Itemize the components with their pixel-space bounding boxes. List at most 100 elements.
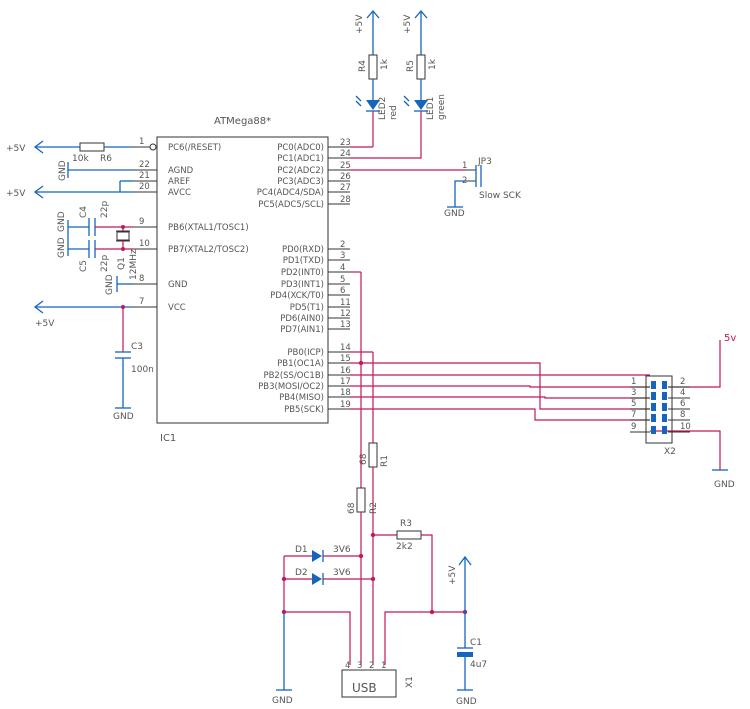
ic-right-pin-number: 14 [340,343,351,353]
ic-right-pin-name: PC4(ADC4/SDA) [257,188,324,198]
svg-text:GND: GND [714,480,735,490]
x2-pin-right: 10 [680,422,691,432]
x2-pin-right: 2 [680,377,685,387]
ic-right-pin-number: 28 [340,195,351,205]
ic-left-pin-name: PB7(XTAL2/TOSC2) [168,245,249,255]
svg-text:+5V: +5V [6,189,26,199]
svg-text:68: 68 [347,502,357,514]
svg-text:X2: X2 [664,447,676,457]
svg-text:C3: C3 [131,342,143,352]
svg-text:red: red [389,105,399,120]
ic-right-pin-name: PC5(ADC5/SCL) [258,200,324,210]
ic-right-pin-number: 5 [340,275,345,285]
svg-text:JP3: JP3 [477,157,492,167]
svg-text:LED2: LED2 [378,97,388,120]
svg-text:GND: GND [58,160,68,181]
ic-left-pin-number: 10 [139,239,150,249]
ic-right-pin-number: 19 [340,400,351,410]
ic-right-pin-name: PD2(INT0) [281,268,324,278]
svg-text:1k: 1k [380,58,390,70]
svg-text:LED1: LED1 [426,97,436,120]
svg-text:GND: GND [57,237,67,258]
svg-text:+5V: +5V [448,565,458,585]
x2-pin-right: 6 [680,399,685,409]
ic-right-pin-name: PB0(ICP) [287,348,324,358]
ic-right-pin-name: PD0(RXD) [282,245,324,255]
svg-text:+5V: +5V [35,319,55,329]
svg-text:+5V: +5V [403,14,413,34]
gnd-pin8: GND [105,274,133,295]
svg-text:Q1: Q1 [117,257,127,270]
ic-right-pin-number: 13 [340,320,351,330]
ic-right-pin-name: PD5(T1) [290,303,324,313]
svg-text:22p: 22p [100,255,110,272]
svg-text:GND: GND [113,412,134,422]
x2-pin-left: 7 [631,410,636,420]
svg-text:GND: GND [456,697,477,707]
svg-text:100n: 100n [131,365,154,375]
svg-text:C4: C4 [79,206,89,218]
ic-right-pin-name: PC1(ADC1) [277,154,324,164]
svg-text:green: green [437,94,447,120]
ic-right-pin-number: 17 [340,377,351,387]
ic-left-pin-number: 21 [139,171,150,181]
svg-text:4u7: 4u7 [470,660,487,670]
svg-text:D2: D2 [295,568,308,578]
ic-right-pin-name: PD4(XCK/T0) [270,291,324,301]
svg-text:+5V: +5V [355,14,365,34]
svg-text:R6: R6 [100,154,112,164]
ic-right-pin-name: PB1(OC1A) [277,359,324,369]
x2-pin-left: 1 [631,377,636,387]
ic-body [156,136,329,424]
svg-text:R3: R3 [400,519,412,529]
svg-text:1: 1 [381,661,386,671]
x2-pin-left: 9 [631,422,636,432]
svg-text:GND: GND [105,274,115,295]
r5-branch: +5V R5 1k LED1 green [350,10,447,159]
x2-pin-left: 3 [631,388,636,398]
svg-text:D1: D1 [295,545,308,555]
svg-text:68: 68 [359,453,369,465]
x2-pin-left: 5 [631,399,636,409]
svg-text:1: 1 [462,161,467,171]
svg-text:+5V: +5V [6,144,26,154]
ic-left-pin-name: PC6(/RESET) [168,143,221,153]
crystal-section: GND GND C4 22p C5 22p Q1 12MHz [57,201,139,280]
agnd-net: GND [58,160,133,181]
ic-ref: IC1 [160,433,176,444]
x2-pin-right: 4 [680,388,685,398]
svg-text:22p: 22p [100,201,110,218]
ic-left-pin-name: GND [168,280,188,290]
isp-wires: GND 5v [350,333,736,490]
svg-text:1k: 1k [428,58,438,70]
x2-pin-right: 8 [680,410,685,420]
ic-right-pin-name: PB3(MOSI/OC2) [258,382,324,392]
svg-text:X1: X1 [405,676,415,688]
ic-right-pin-number: 26 [340,172,351,182]
ic-right-pin-name: PD7(AIN1) [280,325,324,335]
usb-section: 68 R1 68 R2 R3 2k2 D1 3V6 D2 3V6 [272,271,487,707]
svg-text:R4: R4 [358,60,368,72]
svg-text:2: 2 [369,661,374,671]
ic-left-pin-number: 22 [139,160,150,170]
ic-right-pin-number: 27 [340,183,351,193]
ic-right-pin-number: 6 [340,286,345,296]
ic-right-pin-number: 11 [340,298,351,308]
svg-text:USB: USB [352,681,377,695]
ic-right-pin-name: PC3(ADC3) [277,177,324,187]
ic-left-pin-number: 9 [139,217,144,227]
svg-text:12MHz: 12MHz [129,249,139,280]
svg-text:3: 3 [357,661,362,671]
ic-left-pin-number: 1 [139,137,144,147]
svg-text:R2: R2 [369,502,379,514]
ic-right-pin-number: 3 [340,251,345,261]
ic-left-pin-stubs [133,143,157,308]
ic-right-pin-number: 23 [340,138,351,148]
r4-branch: +5V R4 1k LED2 red [355,10,399,147]
ic-left-pin-number: 8 [139,274,144,284]
svg-text:GND: GND [57,211,67,232]
ic-right-pin-name: PC0(ADC0) [277,143,324,153]
ic-right-pin-number: 12 [340,309,351,319]
ic-right-pin-name: PD1(TXD) [283,256,324,266]
